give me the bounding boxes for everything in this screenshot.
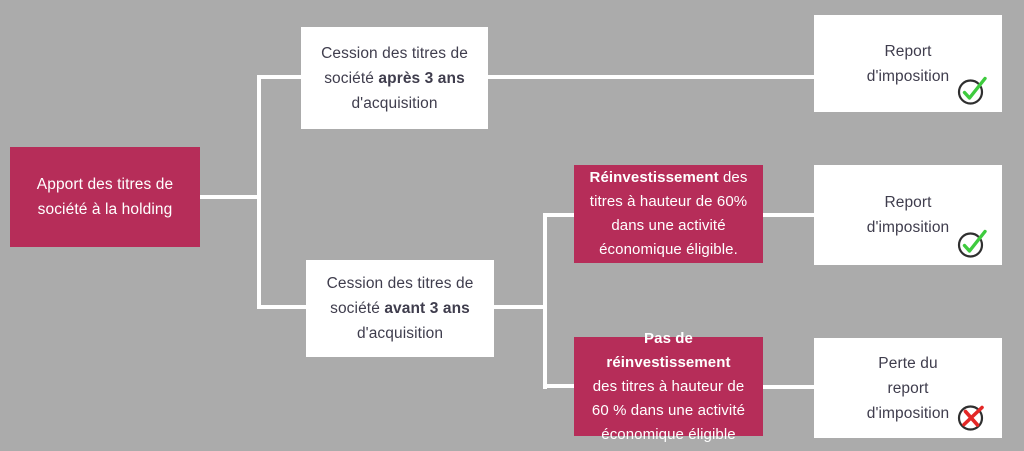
node-apport-titres-holding: Apport des titres de société à la holdin… xyxy=(10,147,200,247)
text-line: d'acquisition xyxy=(356,325,444,342)
connector-avant-to-split xyxy=(494,305,547,309)
text-line: société à la holding xyxy=(37,201,173,218)
text-line: d'imposition xyxy=(866,404,950,422)
text-line: économique éligible xyxy=(601,425,736,443)
text-line: d'imposition xyxy=(866,67,950,85)
text-line: Réinvestissement des xyxy=(589,169,748,186)
text-line: Pas de réinvestissement xyxy=(606,329,731,371)
text-line: 60 % dans une activité xyxy=(591,401,746,419)
connector-vertical-split-2 xyxy=(543,213,547,389)
connector-to-cession-apres xyxy=(259,75,302,79)
text-line: report xyxy=(887,379,929,397)
node-apport-text: Apport des titres de société à la holdin… xyxy=(10,172,200,222)
check-icon xyxy=(957,229,987,258)
node-cession-avant-text: Cession des titres de société avant 3 an… xyxy=(306,271,494,346)
node-pas-de-reinvestissement: Pas de réinvestissement des titres à hau… xyxy=(574,330,763,443)
text-line: dans une activité xyxy=(611,217,726,234)
text-line: Cession des titres de xyxy=(326,275,474,292)
connector-apres-to-report1 xyxy=(488,75,814,79)
text-line: Perte du xyxy=(878,354,938,372)
text-line: société après 3 ans xyxy=(324,69,465,87)
node-cession-apres-text: Cession des titres de société après 3 an… xyxy=(301,41,488,116)
connector-pasreinvest-to-perte xyxy=(763,385,815,389)
node-report2-text: Report d'imposition xyxy=(814,190,1002,240)
text-line: économique éligible. xyxy=(599,241,738,258)
connector-apport-to-split xyxy=(200,195,261,199)
text-line: des titres à hauteur de xyxy=(592,377,745,395)
text-line: Report xyxy=(884,42,932,60)
connector-vertical-split-1 xyxy=(257,75,261,309)
node-perte-text: Perte du report d'imposition xyxy=(814,351,1002,426)
text-line: société avant 3 ans xyxy=(330,300,470,317)
node-report-imposition-1: Report d'imposition xyxy=(814,15,1002,112)
connector-to-cession-avant xyxy=(259,305,307,309)
text-line: d'imposition xyxy=(866,219,950,236)
cross-icon xyxy=(957,405,984,431)
connector-to-reinvestissement xyxy=(545,213,575,217)
text-line: Report xyxy=(884,194,932,211)
check-icon xyxy=(957,76,987,105)
text-line: titres à hauteur de 60% xyxy=(589,193,748,210)
connector-reinvest-to-report2 xyxy=(763,213,815,217)
node-reinvestissement-text: Réinvestissement des titres à hauteur de… xyxy=(574,166,763,262)
node-cession-avant-3-ans: Cession des titres de société avant 3 an… xyxy=(306,260,494,357)
node-reinvestissement: Réinvestissement des titres à hauteur de… xyxy=(574,165,763,263)
connector-to-pas-reinvestissement xyxy=(545,384,575,388)
node-report-imposition-2: Report d'imposition xyxy=(814,165,1002,265)
node-cession-apres-3-ans: Cession des titres de société après 3 an… xyxy=(301,27,488,129)
node-perte-report-imposition: Perte du report d'imposition xyxy=(814,338,1002,438)
text-line: d'acquisition xyxy=(351,94,438,112)
node-pas-reinvestissement-text: Pas de réinvestissement des titres à hau… xyxy=(574,327,763,447)
text-line: Apport des titres de xyxy=(36,176,174,193)
text-line: Cession des titres de xyxy=(321,44,468,62)
node-report1-text: Report d'imposition xyxy=(814,39,1002,89)
